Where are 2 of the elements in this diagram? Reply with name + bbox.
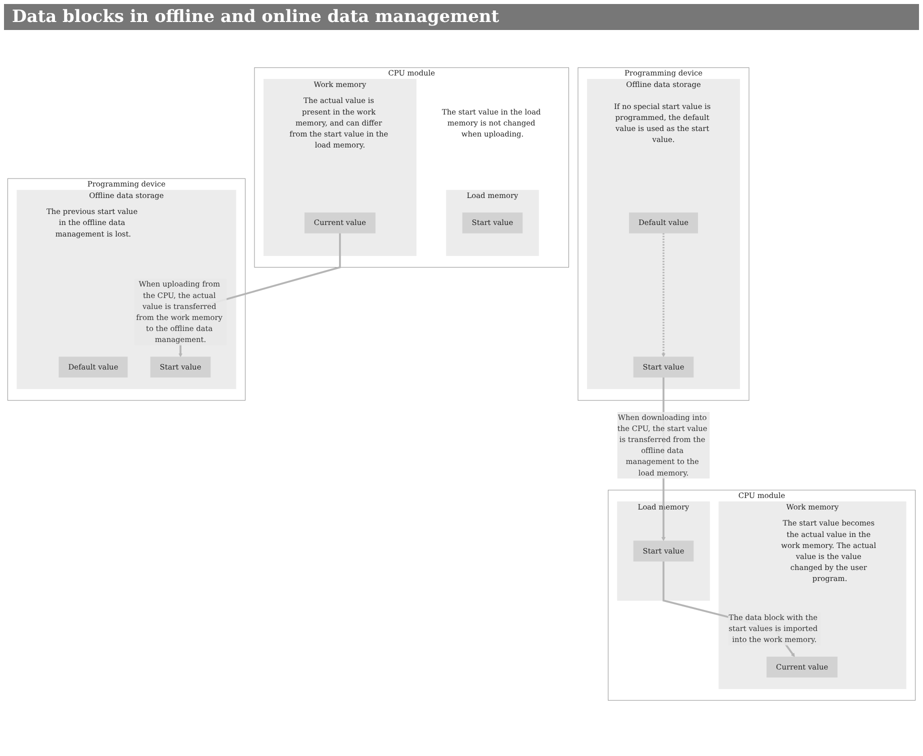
arrow <box>661 233 666 358</box>
title-banner: Data blocks in offline and online data management <box>4 4 919 30</box>
